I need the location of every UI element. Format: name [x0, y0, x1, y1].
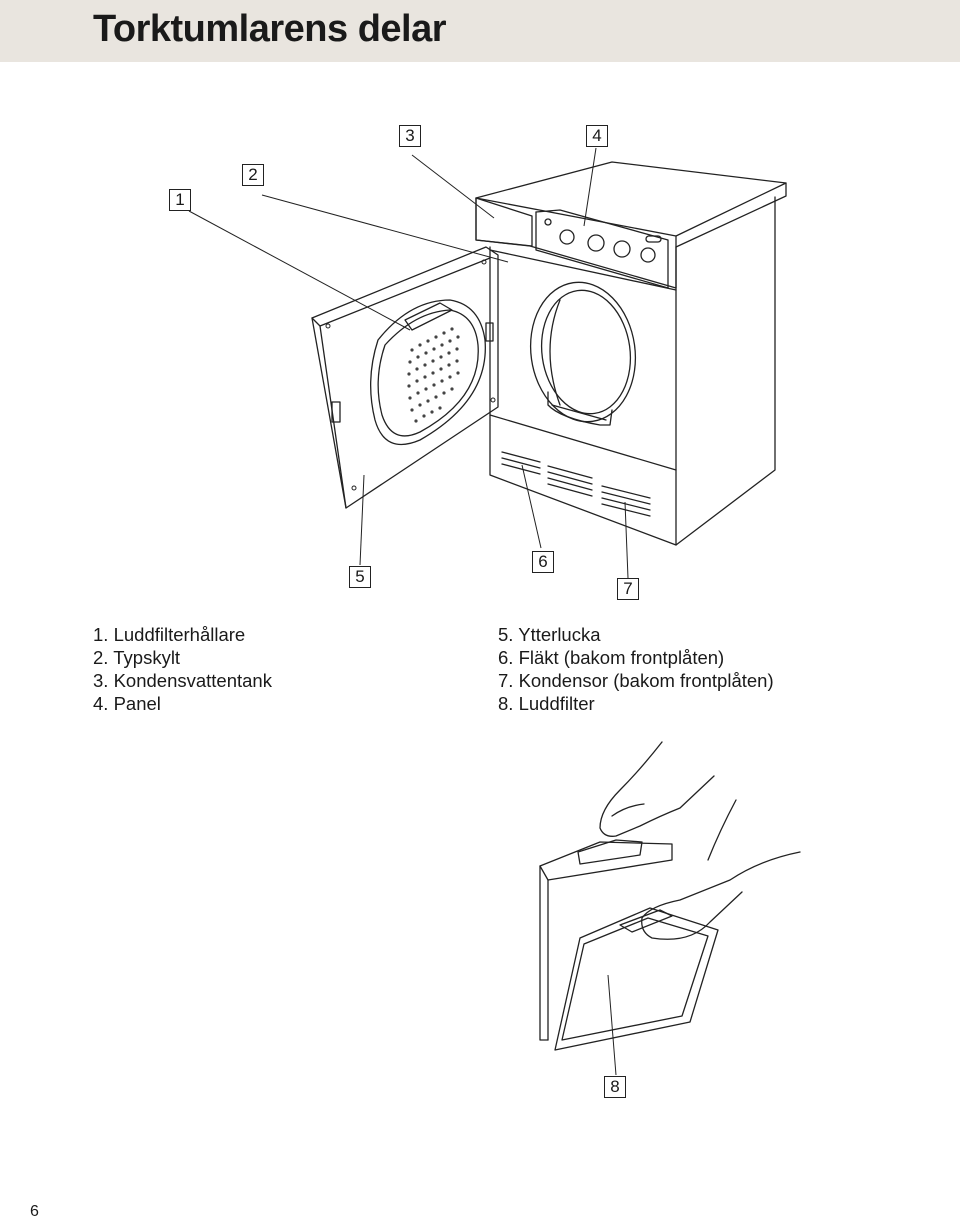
header-band: [0, 0, 960, 62]
callout-6: 6: [532, 551, 554, 573]
filter-perforations: [407, 327, 460, 423]
callout-7: 7: [617, 578, 639, 600]
water-tank: [475, 197, 533, 247]
callout-8: 8: [604, 1076, 626, 1098]
callout-5: 5: [349, 566, 371, 588]
legend-item: 4. Panel: [93, 693, 161, 714]
door-window: [370, 299, 486, 446]
callout-1: 1: [169, 189, 191, 211]
knob-2: [587, 234, 605, 252]
page-number: 6: [30, 1203, 39, 1220]
legend-item: 8. Luddfilter: [498, 693, 595, 714]
legend-item: 3. Kondensvattentank: [93, 670, 272, 691]
lint-filter-illustration: [539, 741, 801, 1051]
legend-right: 5. Ytterlucka 6. Fläkt (bakom frontplåte…: [498, 623, 774, 715]
callout-3: 3: [399, 125, 421, 147]
knob-3: [613, 240, 631, 258]
plinth: [489, 414, 677, 471]
legend-item: 7. Kondensor (bakom frontplåten): [498, 670, 774, 691]
filter-slot: [547, 391, 613, 426]
dryer-side: [675, 196, 776, 546]
dryer-top: [475, 161, 787, 237]
callout-4: 4: [586, 125, 608, 147]
knob-1: [559, 229, 575, 245]
page-title: Torktumlarens delar: [93, 8, 447, 50]
dryer-front: [489, 246, 677, 546]
legend-item: 5. Ytterlucka: [498, 624, 601, 645]
vents: [501, 451, 651, 517]
legend-item: 1. Luddfilterhållare: [93, 624, 246, 645]
legend-item: 2. Typskylt: [93, 647, 181, 668]
outer-door: [311, 246, 499, 509]
callout-2: 2: [242, 164, 264, 186]
drum-opening: [529, 281, 637, 423]
legend-item: 6. Fläkt (bakom frontplåten): [498, 647, 725, 668]
legend-left: 1. Luddfilterhållare 2. Typskylt 3. Kond…: [93, 623, 272, 715]
leader-lines: [188, 147, 629, 1076]
knob-4: [640, 247, 656, 263]
